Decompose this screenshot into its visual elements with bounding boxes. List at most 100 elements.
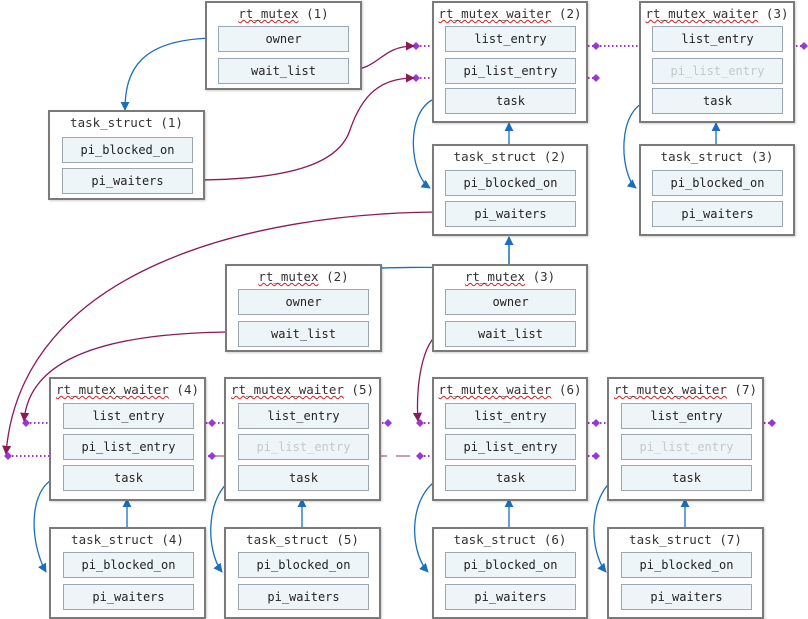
task-struct-7-title: task_struct (7) xyxy=(609,532,762,547)
box-type-label: rt_mutex xyxy=(258,269,319,284)
rt-mutex-2-box: rt_mutex (2) owner wait_list xyxy=(225,264,382,352)
box-index-label: (5) xyxy=(351,382,374,397)
task-field: task xyxy=(238,465,369,491)
task-struct-3-title: task_struct (3) xyxy=(641,149,793,164)
rt-mutex-waiter-5-title: rt_mutex_waiter (5) xyxy=(226,382,379,397)
pi-blocked-on-field: pi_blocked_on xyxy=(652,170,783,196)
list-node-marker xyxy=(592,452,600,460)
pi-waiters-field: pi_waiters xyxy=(445,584,576,610)
rt-mutex-waiter-7-title: rt_mutex_waiter (7) xyxy=(609,382,762,397)
list-node-marker xyxy=(768,419,776,427)
box-type-label: task_struct xyxy=(629,532,712,547)
list-node-marker xyxy=(412,74,420,82)
box-index-label: (6) xyxy=(543,532,567,547)
list-entry-field: list_entry xyxy=(652,26,783,52)
pi-waiters-field: pi_waiters xyxy=(652,201,783,227)
list-node-marker xyxy=(592,42,600,50)
box-index-label: (1) xyxy=(306,6,329,21)
rt-mutex-waiter-3-title: rt_mutex_waiter (3) xyxy=(641,6,793,21)
pi-waiters-field: pi_waiters xyxy=(621,584,752,610)
rt-mutex-1-title: rt_mutex (1) xyxy=(207,6,360,21)
rt-mutex-waiter-4-box: rt_mutex_waiter (4) list_entry pi_list_e… xyxy=(49,377,206,501)
task-struct-3-box: task_struct (3) pi_blocked_on pi_waiters xyxy=(639,144,795,236)
list-node-marker xyxy=(4,452,12,460)
rt-mutex-3-box: rt_mutex (3) owner wait_list xyxy=(432,264,588,352)
task-field: task xyxy=(445,88,576,114)
box-type-label: task_struct xyxy=(71,532,154,547)
pi-waiters-field: pi_waiters xyxy=(445,201,576,227)
pi-waiters-field: pi_waiters xyxy=(63,584,194,610)
task-field: task xyxy=(63,465,194,491)
list-node-marker xyxy=(416,452,424,460)
list-node-marker xyxy=(412,42,420,50)
pi-list-entry-field: pi_list_entry xyxy=(445,58,576,84)
box-index-label: (5) xyxy=(336,532,359,547)
box-type-label: rt_mutex_waiter xyxy=(438,382,552,397)
list-entry-field: list_entry xyxy=(621,403,752,429)
box-index-label: (4) xyxy=(176,382,199,397)
pi-blocked-on-field: pi_blocked_on xyxy=(62,137,193,163)
box-type-label: task_struct xyxy=(70,115,153,130)
box-index-label: (7) xyxy=(734,382,757,397)
box-type-label: rt_mutex_waiter xyxy=(56,382,169,397)
task-field: task xyxy=(445,465,576,491)
owner-field: owner xyxy=(445,289,576,315)
pi-list-entry-field: pi_list_entry xyxy=(63,434,194,460)
task-struct-2-box: task_struct (2) pi_blocked_on pi_waiters xyxy=(432,144,588,236)
owner-field: owner xyxy=(218,26,349,52)
list-node-marker xyxy=(22,419,30,427)
box-type-label: task_struct xyxy=(453,532,537,547)
list-node-marker xyxy=(416,419,424,427)
task-field: task xyxy=(621,465,752,491)
list-node-marker xyxy=(208,452,216,460)
rt-mutex-3-title: rt_mutex (3) xyxy=(434,269,586,284)
box-index-label: (7) xyxy=(719,532,742,547)
list-node-marker xyxy=(208,419,216,427)
pi-waiters-field: pi_waiters xyxy=(238,584,369,610)
box-index-label: (3) xyxy=(750,149,774,164)
rt-mutex-waiter-2-box: rt_mutex_waiter (2) list_entry pi_list_e… xyxy=(432,1,588,123)
list-node-marker xyxy=(592,419,600,427)
pi-blocked-on-field: pi_blocked_on xyxy=(621,552,752,578)
list-entry-field: list_entry xyxy=(445,26,576,52)
rt-mutex-waiter-6-title: rt_mutex_waiter (6) xyxy=(434,382,586,397)
wait-list-field: wait_list xyxy=(445,321,576,347)
box-type-label: rt_mutex_waiter xyxy=(438,6,552,21)
task-struct-4-box: task_struct (4) pi_blocked_on pi_waiters xyxy=(49,527,206,619)
box-index-label: (2) xyxy=(543,149,567,164)
box-type-label: rt_mutex_waiter xyxy=(645,6,759,21)
pi-list-entry-field: pi_list_entry xyxy=(621,434,752,460)
wait-list-field: wait_list xyxy=(238,321,369,347)
task-struct-6-box: task_struct (6) pi_blocked_on pi_waiters xyxy=(432,527,588,619)
box-type-label: rt_mutex_waiter xyxy=(231,382,344,397)
rt-mutex-waiter-3-box: rt_mutex_waiter (3) list_entry pi_list_e… xyxy=(639,1,795,123)
rt-mutex-waiter-6-box: rt_mutex_waiter (6) list_entry pi_list_e… xyxy=(432,377,588,501)
list-entry-field: list_entry xyxy=(63,403,194,429)
rt-mutex-1-box: rt_mutex (1) owner wait_list xyxy=(205,1,362,90)
list-node-marker xyxy=(384,419,392,427)
box-type-label: rt_mutex xyxy=(238,6,299,21)
box-index-label: (2) xyxy=(326,269,349,284)
box-type-label: rt_mutex xyxy=(464,269,526,284)
task-struct-2-title: task_struct (2) xyxy=(434,149,586,164)
box-type-label: rt_mutex_waiter xyxy=(614,382,727,397)
list-entry-field: list_entry xyxy=(445,403,576,429)
box-type-label: task_struct xyxy=(453,149,537,164)
rt-mutex-waiter-7-box: rt_mutex_waiter (7) list_entry pi_list_e… xyxy=(607,377,764,501)
box-index-label: (1) xyxy=(160,115,183,130)
task-struct-1-title: task_struct (1) xyxy=(50,115,203,130)
task-struct-4-title: task_struct (4) xyxy=(51,532,204,547)
owner-field: owner xyxy=(238,289,369,315)
pi-waiters-link-1 xyxy=(191,73,415,181)
task-struct-6-title: task_struct (6) xyxy=(434,532,586,547)
pi-blocked-on-field: pi_blocked_on xyxy=(445,552,576,578)
box-index-label: (6) xyxy=(558,382,582,397)
wait-list-field: wait_list xyxy=(218,58,349,84)
pi-list-entry-field: pi_list_entry xyxy=(238,434,369,460)
task-struct-5-title: task_struct (5) xyxy=(226,532,379,547)
task-struct-1-box: task_struct (1) pi_blocked_on pi_waiters xyxy=(48,110,205,200)
box-index-label: (3) xyxy=(532,269,556,284)
task-struct-7-box: task_struct (7) pi_blocked_on pi_waiters xyxy=(607,527,764,619)
pi-blocked-on-field: pi_blocked_on xyxy=(445,170,576,196)
